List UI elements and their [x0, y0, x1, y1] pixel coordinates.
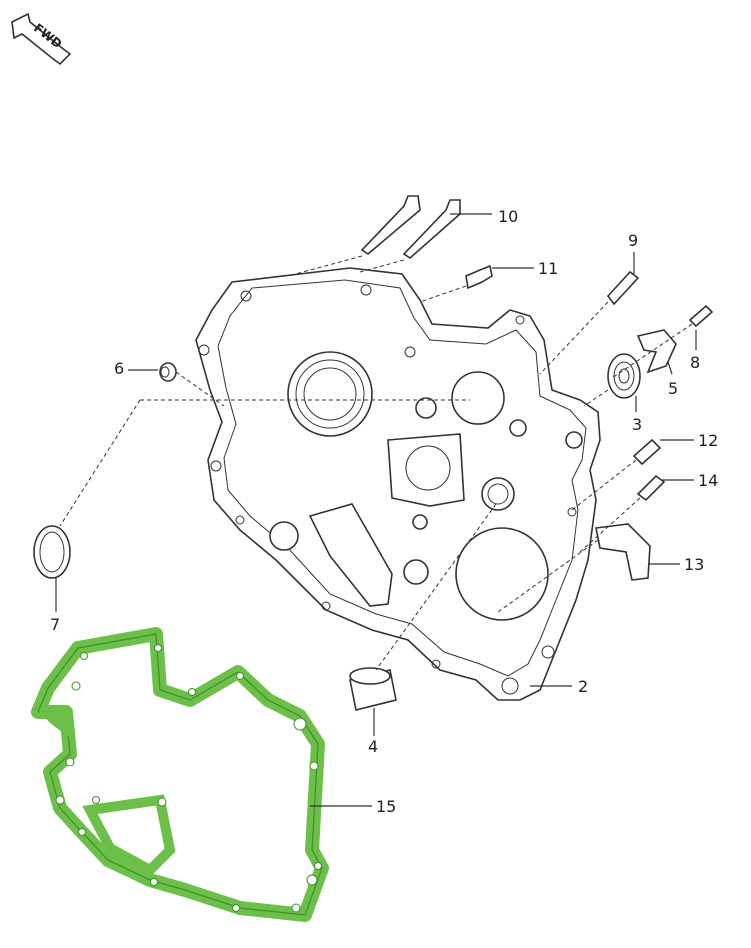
callout-7: 7 — [50, 615, 60, 634]
crankcase-cover-part — [195, 267, 601, 701]
retaining-plate-part — [636, 329, 677, 374]
fwd-arrow-icon: FWD — [11, 12, 72, 66]
dowel-pin-part — [159, 362, 177, 382]
callout-2: 2 — [578, 677, 588, 696]
callout-12: 12 — [698, 431, 718, 450]
bolt-short-part — [636, 474, 666, 502]
callout-5: 5 — [668, 379, 678, 398]
spring-part — [606, 270, 640, 306]
callout-3: 3 — [632, 415, 642, 434]
flange-bolt-part — [465, 264, 493, 290]
long-bolts-part — [360, 195, 461, 260]
callout-9: 9 — [628, 231, 638, 250]
ball-bearing-part — [607, 353, 641, 399]
plate-screw-part — [688, 304, 714, 328]
assembly-lines — [59, 255, 693, 671]
callout-6: 6 — [114, 359, 124, 378]
gasket-part — [31, 627, 329, 922]
callout-labels: 2 3 4 5 6 7 8 9 10 11 12 14 13 15 — [50, 207, 718, 816]
bolt-part — [632, 438, 662, 466]
callout-4: 4 — [368, 737, 378, 756]
bracket-part — [595, 523, 651, 581]
callout-11: 11 — [538, 259, 558, 278]
oil-seal-part — [33, 525, 71, 579]
leader-lines — [55, 213, 697, 807]
callout-10: 10 — [498, 207, 518, 226]
needle-bearing-part — [349, 667, 397, 711]
callout-13: 13 — [684, 555, 704, 574]
callout-15: 15 — [376, 797, 396, 816]
callout-8: 8 — [690, 353, 700, 372]
callout-14: 14 — [698, 471, 718, 490]
